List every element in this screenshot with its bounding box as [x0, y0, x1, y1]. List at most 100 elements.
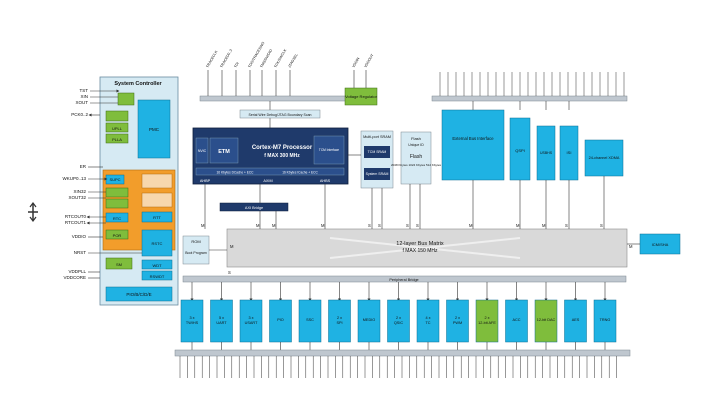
dcache-label: 16 Kbytes ICache + ECC — [282, 171, 318, 175]
signal-nrst: NRST — [74, 250, 87, 255]
signal-vddcore: VDDCORE — [63, 275, 86, 280]
left-signals: TST XIN XOUT PCK0..2 ER WKUP0..13 XIN32 … — [62, 88, 88, 280]
slave-port-label: S — [228, 270, 231, 275]
nvic-block — [195, 137, 209, 164]
axi-bridge-block — [219, 202, 289, 212]
etm-block — [209, 137, 239, 164]
top-pin-label: TRACED0..3 — [219, 49, 233, 69]
peripheral-label: 12-bit DAC — [537, 318, 556, 322]
master-port-label: M — [542, 223, 546, 228]
qspi-label: QSPI — [515, 148, 525, 153]
debug-block — [239, 109, 321, 119]
pio-block — [105, 286, 173, 302]
rswdt-label: RSWDT — [150, 274, 165, 279]
signal-vddio: VDDIO — [72, 234, 87, 239]
slave-port-label: S — [378, 223, 381, 228]
plla-block — [105, 133, 129, 144]
peripheral-label: AES — [572, 318, 580, 322]
tcm-sram-block — [364, 146, 390, 158]
rstc-block — [141, 229, 173, 257]
top-pin-label: JTAGSEL — [287, 53, 298, 69]
signal-xout32: XOUT32 — [68, 195, 86, 200]
usbhs-label: USBHS — [540, 151, 553, 155]
tcm-sram-label: TCM SRAM — [368, 150, 387, 154]
system-sram-block — [364, 168, 390, 180]
supc-label: SUPC — [109, 177, 120, 182]
plla-label: PLLA — [112, 137, 122, 142]
upll-block — [105, 122, 129, 133]
peripheral-bridge-label: Peripheral Bridge — [389, 278, 418, 282]
master-port-label: M — [321, 223, 325, 228]
wdt-block — [141, 259, 173, 270]
top-pin-label: TRACECLK — [205, 49, 218, 68]
peripheral-pin-bar — [174, 349, 631, 357]
nvic-label: NVIC — [198, 149, 207, 153]
vreg-pin-label: VDDIN — [351, 56, 360, 68]
flash-label: Flash — [410, 154, 422, 160]
bottom-pins — [179, 356, 617, 378]
axi-bridge-label: AXI Bridge — [245, 206, 263, 210]
icm-label: ICM/SHA — [652, 242, 669, 247]
flash-title: Flash — [411, 136, 421, 141]
flash-block — [400, 131, 432, 185]
signal-wkup: WKUP0..13 — [62, 176, 86, 181]
right-pins — [439, 72, 625, 110]
signal-vddpll: VDDPLL — [68, 269, 86, 274]
ebi-block — [441, 109, 505, 181]
signal-xout: XOUT — [75, 100, 88, 105]
ahbp-label: AHBP — [200, 179, 211, 183]
wdt-label: WDT — [152, 263, 162, 268]
top-pin-label: TMS/SWDIO — [259, 48, 273, 68]
peripheral-label: SSC — [306, 318, 314, 322]
system-sram-label: System SRAM — [366, 172, 389, 176]
signal-rtcout1: RTCOUT1 — [65, 220, 87, 225]
peripheral-label: ACC — [512, 318, 520, 322]
multiport-sram-label: Multi-port SRAM — [363, 135, 391, 139]
rtc-block — [105, 212, 129, 223]
debug-pin-bar — [199, 95, 359, 102]
system-controller-title: System Controller — [114, 81, 162, 87]
rc-oscillator-block — [105, 110, 129, 122]
master-port-label: M — [469, 223, 473, 228]
ebi-label: External Bus Interface — [452, 136, 494, 141]
master-port-label: M — [272, 223, 276, 228]
flash-sizes: 2048 Kbytes 1024 Kbytes 512 Kbytes — [391, 163, 442, 167]
por-label: POR — [113, 233, 122, 238]
backup-ram-block — [141, 173, 173, 189]
rtt-block — [141, 211, 173, 223]
move-cross-icon — [28, 202, 38, 222]
etm-label: ETM — [218, 149, 230, 155]
tcm-interface-block — [313, 135, 345, 165]
master-port-label: M — [201, 223, 205, 228]
master-port-label: M — [230, 244, 234, 249]
signal-tst: TST — [80, 88, 89, 93]
slave-port-label: S — [416, 223, 419, 228]
slave-port-label: S — [406, 223, 409, 228]
vreg-pin-label: VDDOUT — [363, 53, 374, 69]
peripheral-label: TRNG — [600, 318, 611, 322]
left-signal-lines — [86, 89, 142, 279]
isi-label: ISI — [567, 150, 572, 155]
pmc-label: PMC — [149, 127, 160, 132]
peripheral-label: MEDIO — [363, 318, 375, 322]
rswdt-block — [141, 270, 173, 281]
gpbr-block — [141, 192, 173, 208]
rc32-block — [105, 198, 129, 209]
upll-label: UPLL — [112, 126, 123, 131]
right-pin-bar — [431, 95, 628, 102]
xdmac-label: 24-channel XDMA — [589, 156, 620, 160]
processor-label: Cortex-M7 Processor — [252, 145, 313, 151]
bus-matrix-label: 12-layer Bus Matrix — [396, 241, 444, 247]
axim-label: AXIM — [263, 179, 272, 183]
slave-port-label: S — [368, 223, 371, 228]
signal-xin32: XIN32 — [73, 189, 86, 194]
